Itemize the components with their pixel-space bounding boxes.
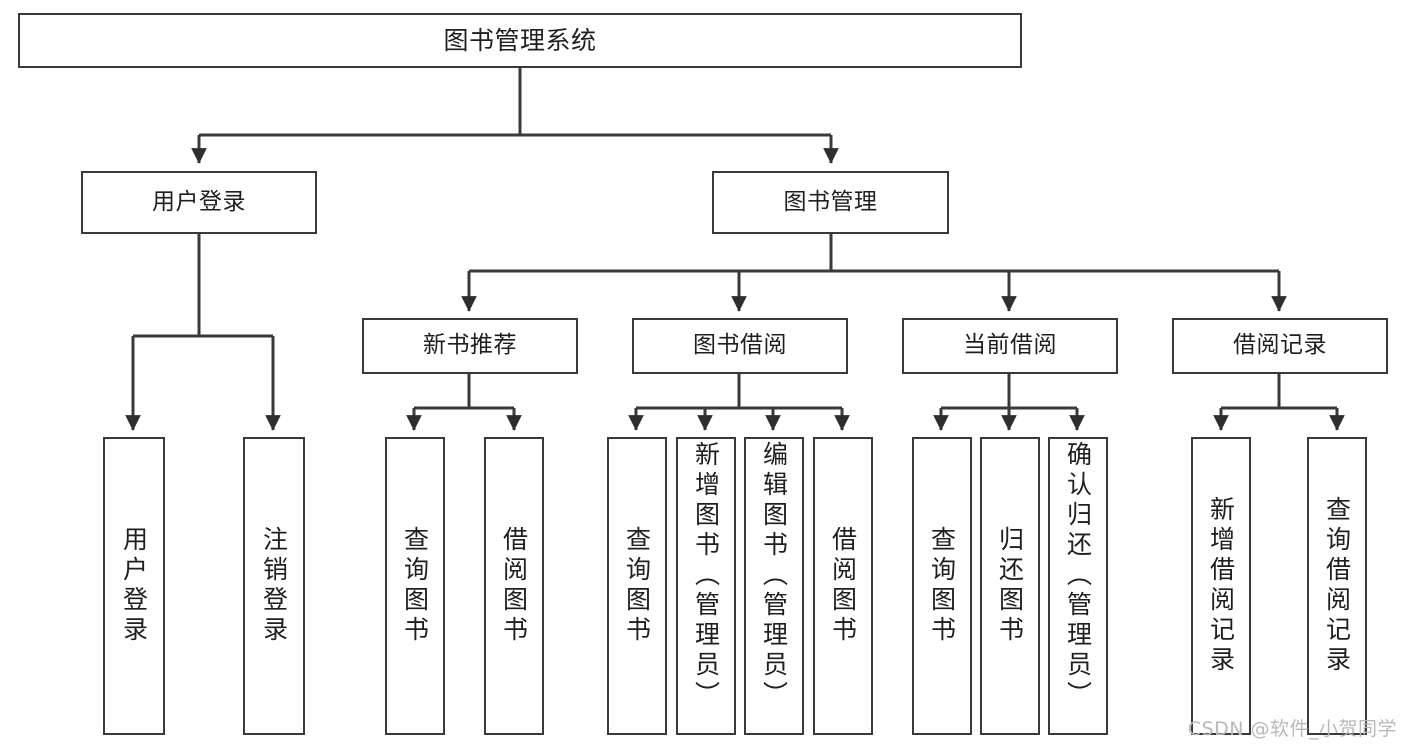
node-leaf-query-book-current[interactable]: 查询图书 bbox=[912, 437, 972, 735]
node-leaf-add-book-admin[interactable]: 新增图书（管理员） bbox=[676, 437, 736, 735]
node-leaf-confirm-return-admin[interactable]: 确认归还（管理员） bbox=[1048, 437, 1108, 735]
node-root-book-management-system[interactable]: 图书管理系统 bbox=[18, 13, 1022, 68]
node-borrow-record[interactable]: 借阅记录 bbox=[1172, 318, 1388, 374]
node-leaf-query-book-borrow[interactable]: 查询图书 bbox=[607, 437, 667, 735]
node-label: 借阅图书 bbox=[499, 526, 529, 646]
node-label: 图书借阅 bbox=[693, 332, 787, 359]
node-label: 图书管理 bbox=[783, 188, 878, 215]
node-leaf-user-login[interactable]: 用户登录 bbox=[103, 437, 165, 735]
node-current-borrow[interactable]: 当前借阅 bbox=[902, 318, 1118, 374]
node-label: 查询图书 bbox=[622, 526, 652, 646]
node-label: 当前借阅 bbox=[963, 332, 1057, 359]
node-label: 用户登录 bbox=[152, 188, 246, 215]
node-label: 新增图书（管理员） bbox=[691, 441, 721, 711]
node-leaf-add-borrow-record[interactable]: 新增借阅记录 bbox=[1191, 437, 1251, 735]
node-leaf-edit-book-admin[interactable]: 编辑图书（管理员） bbox=[744, 437, 804, 735]
node-book-borrow[interactable]: 图书借阅 bbox=[632, 318, 848, 374]
node-leaf-borrow-book-borrow[interactable]: 借阅图书 bbox=[813, 437, 873, 735]
node-label: 新书推荐 bbox=[423, 332, 517, 359]
node-label: 注销登录 bbox=[259, 526, 289, 646]
node-label: 查询借阅记录 bbox=[1322, 496, 1352, 676]
node-label: 确认归还（管理员） bbox=[1063, 441, 1093, 711]
node-label: 图书管理系统 bbox=[443, 25, 597, 55]
node-label: 查询图书 bbox=[927, 526, 957, 646]
node-label: 归还图书 bbox=[995, 526, 1025, 646]
node-book-management[interactable]: 图书管理 bbox=[712, 171, 949, 234]
node-leaf-borrow-book-recommend[interactable]: 借阅图书 bbox=[484, 437, 544, 735]
node-label: 新增借阅记录 bbox=[1206, 496, 1236, 676]
csdn-watermark: CSDN @软件_小贺同学 bbox=[1187, 718, 1397, 740]
node-leaf-return-book[interactable]: 归还图书 bbox=[980, 437, 1040, 735]
node-new-book-recommend[interactable]: 新书推荐 bbox=[362, 318, 578, 374]
node-leaf-user-logout[interactable]: 注销登录 bbox=[243, 437, 305, 735]
node-user-login[interactable]: 用户登录 bbox=[81, 171, 317, 234]
node-label: 用户登录 bbox=[119, 526, 149, 646]
node-label: 借阅记录 bbox=[1233, 332, 1327, 359]
node-leaf-query-book-recommend[interactable]: 查询图书 bbox=[385, 437, 445, 735]
node-label: 借阅图书 bbox=[828, 526, 858, 646]
node-leaf-query-borrow-record[interactable]: 查询借阅记录 bbox=[1307, 437, 1367, 735]
node-label: 查询图书 bbox=[400, 526, 430, 646]
node-label: 编辑图书（管理员） bbox=[759, 441, 789, 711]
